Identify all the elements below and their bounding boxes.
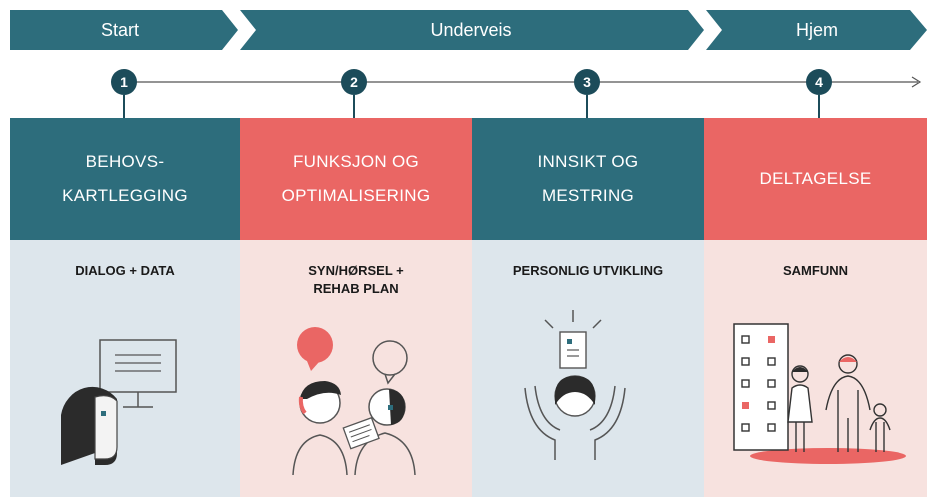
phase-label-underveis: Underveis [430,20,512,40]
phase-label-start: Start [100,20,139,40]
step-subtitle-2: SYN/HØRSEL + REHAB PLAN [240,262,472,298]
step-title-2-line2: OPTIMALISERING [281,186,431,205]
step-title-1-line1: BEHOVS- [85,152,165,171]
phase-label-hjem: Hjem [795,20,838,40]
step-subtitle-3-line1: PERSONLIG UTVIKLING [512,263,664,278]
step-panel-3 [472,240,704,497]
step-subtitle-1: DIALOG + DATA [10,262,240,280]
timeline [123,76,922,118]
step-title-1-line2: KARTLEGGING [62,186,188,205]
step-title-2-line1: FUNKSJON OG [292,152,420,171]
step-title-4-line1: DELTAGELSE [759,169,872,188]
two-people-conversation-icon [292,327,416,476]
step-title-3-line1: INNSIKT OG [537,152,639,171]
person-at-computer-icon [61,339,177,465]
phase-arrows [10,10,927,50]
family-by-building-icon [733,323,906,464]
timeline-arrowhead [911,76,922,88]
step-number-2: 2 [341,69,367,95]
step-subtitle-1-line1: DIALOG + DATA [75,263,175,278]
step-subtitle-3: PERSONLIG UTVIKLING [472,262,704,280]
person-arms-raised-icon [524,310,626,460]
step-header-3: INNSIKT OG MESTRING [472,118,704,240]
step-subtitle-2-line2: REHAB PLAN [313,281,399,296]
step-subtitle-4-line1: SAMFUNN [783,263,848,278]
step-number-3: 3 [574,69,600,95]
step-title-3-line2: MESTRING [541,186,635,205]
step-subtitle-2-line1: SYN/HØRSEL + [308,263,404,278]
step-panel-1 [10,240,240,497]
phase-arrow-hjem [706,10,927,50]
step-header-1: BEHOVS- KARTLEGGING [10,118,240,240]
step-subtitle-4: SAMFUNN [704,262,927,280]
step-number-1: 1 [111,69,137,95]
step-header-2: FUNKSJON OG OPTIMALISERING [240,118,472,240]
step-header-4: DELTAGELSE [704,118,927,240]
step-panel-2 [240,240,472,497]
phase-arrow-start [10,10,238,50]
step-number-4: 4 [806,69,832,95]
phase-arrow-underveis [240,10,704,50]
